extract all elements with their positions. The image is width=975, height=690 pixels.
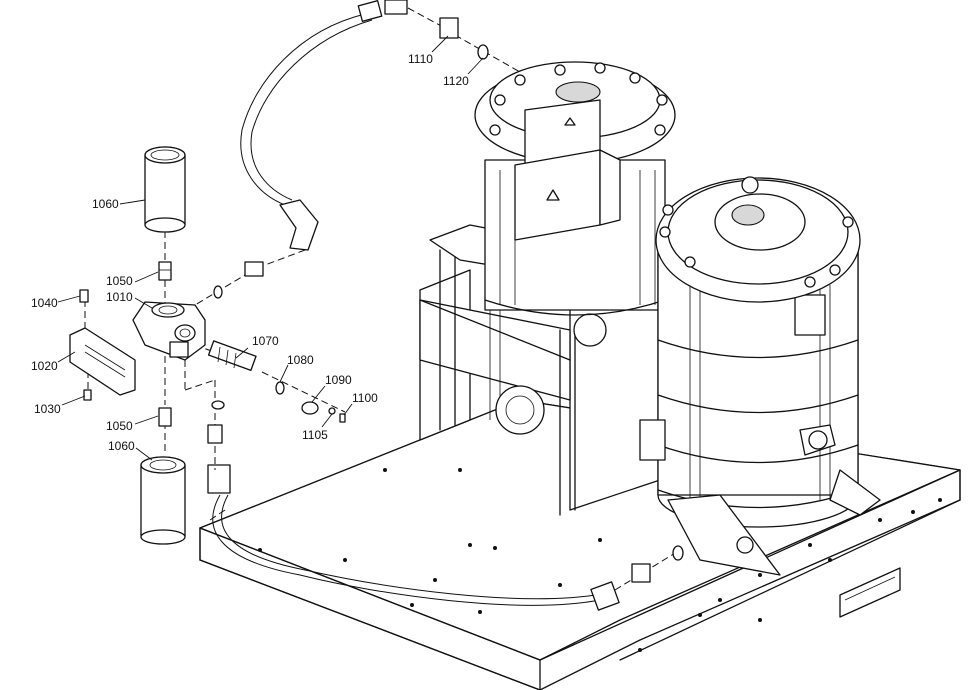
base-plate-holes bbox=[258, 468, 942, 652]
callout-1120: 1120 bbox=[443, 57, 484, 88]
callout-label-1060a: 1060 bbox=[92, 197, 119, 211]
callout-label-1060b: 1060 bbox=[108, 439, 135, 453]
nipple-lower bbox=[158, 407, 172, 427]
callout-1100: 1100 bbox=[343, 391, 378, 416]
callout-label-1050b: 1050 bbox=[106, 419, 133, 433]
filter-lower bbox=[140, 456, 186, 545]
callout-1020: 1020 bbox=[31, 351, 76, 373]
callout-label-1010: 1010 bbox=[106, 290, 133, 304]
filter-head bbox=[132, 301, 206, 361]
callout-1050-lower: 1050 bbox=[106, 415, 159, 433]
callout-label-1050a: 1050 bbox=[106, 274, 133, 288]
callout-1050-upper: 1050 bbox=[106, 271, 159, 288]
check-valve-1070 bbox=[207, 340, 257, 372]
callout-label-1105: 1105 bbox=[302, 428, 328, 442]
callout-1110: 1110 bbox=[408, 35, 449, 66]
callout-1080: 1080 bbox=[279, 353, 314, 383]
nipple-upper bbox=[158, 261, 172, 281]
callout-1030: 1030 bbox=[34, 395, 86, 416]
callout-label-1070: 1070 bbox=[252, 334, 279, 348]
plug-1090 bbox=[301, 401, 346, 423]
callout-label-1120: 1120 bbox=[443, 74, 469, 88]
upper-hose bbox=[240, 0, 408, 251]
screw-1030 bbox=[83, 389, 92, 401]
callout-label-1020: 1020 bbox=[31, 359, 58, 373]
callout-1040: 1040 bbox=[31, 295, 81, 310]
callout-label-1100: 1100 bbox=[352, 391, 378, 405]
callout-1105: 1105 bbox=[302, 413, 333, 442]
callout-label-1030: 1030 bbox=[34, 402, 61, 416]
callout-1060-upper: 1060 bbox=[92, 197, 146, 211]
callout-1070: 1070 bbox=[235, 334, 279, 359]
motor-right bbox=[639, 176, 881, 576]
callout-label-1110: 1110 bbox=[408, 52, 433, 66]
callout-label-1090: 1090 bbox=[325, 373, 352, 387]
lower-hose bbox=[207, 464, 620, 611]
callout-label-1040: 1040 bbox=[31, 296, 58, 310]
motor-left bbox=[474, 61, 676, 316]
callout-1060-lower: 1060 bbox=[108, 439, 153, 461]
bracket bbox=[69, 327, 136, 396]
callout-1010: 1010 bbox=[106, 290, 153, 309]
filter-upper bbox=[144, 146, 186, 233]
callout-1090: 1090 bbox=[311, 373, 352, 403]
fittings bbox=[207, 17, 651, 583]
callout-label-1080: 1080 bbox=[287, 353, 314, 367]
screw-1040 bbox=[79, 289, 89, 303]
